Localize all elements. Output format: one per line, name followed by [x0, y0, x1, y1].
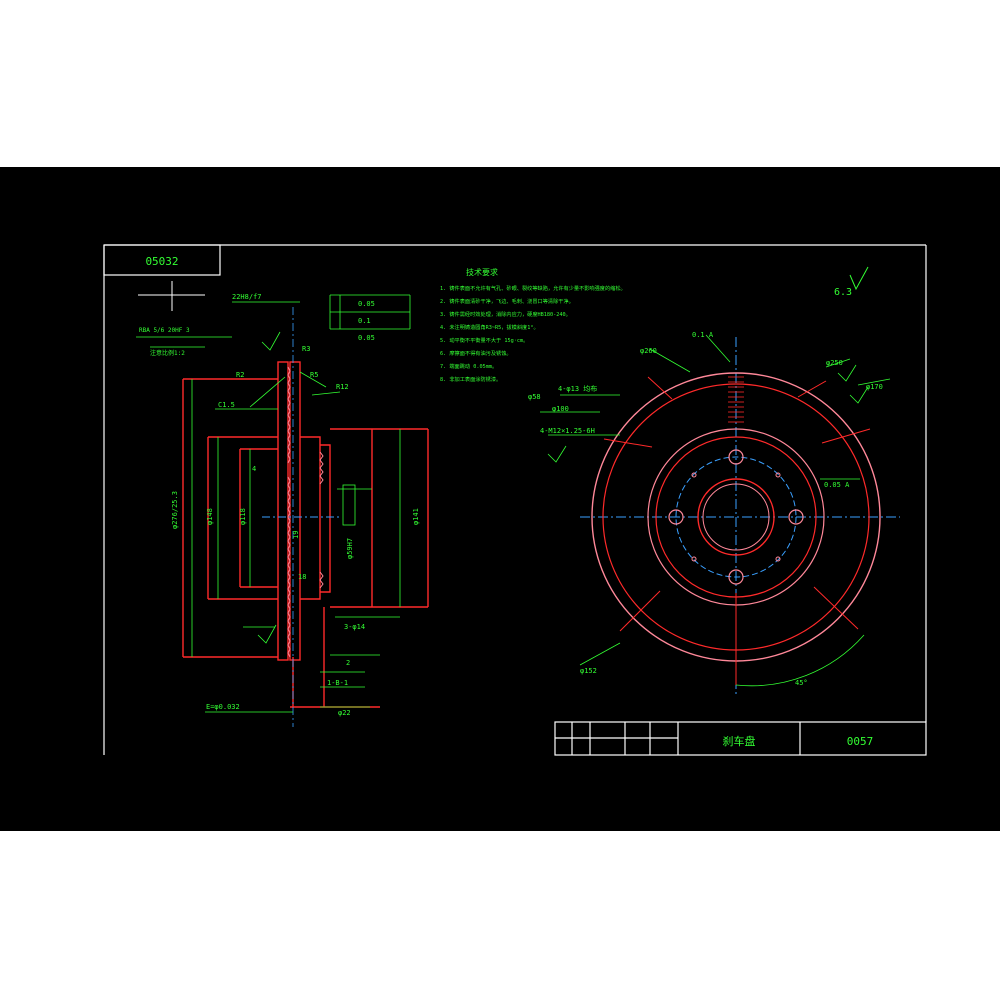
center-bore: [697, 478, 775, 556]
code-box: [103, 244, 221, 276]
roughness-symbol: 6.3: [834, 266, 869, 298]
front-view: φ260 0.1 A φ250 φ170 4-φ13 均布 φ100 4-M12…: [528, 331, 900, 697]
notes-title: 技术要求: [466, 267, 498, 277]
dim-top-fit: 22H8/f7: [232, 293, 262, 301]
side-dimension-lines: [191, 294, 411, 713]
dim-outer: φ276/25.3: [171, 491, 179, 529]
dim-4: 4: [252, 465, 256, 473]
note-line: 6. 摩擦面不得有油污及锈蚀。: [440, 349, 512, 357]
cad-viewport: 05032 刹车盘 0057 6.3 技术要求 1. 铸件表面不允许有气孔、砂眼…: [0, 167, 1000, 831]
dim-r3: R3: [302, 345, 310, 353]
bolt-hole: [668, 509, 684, 525]
dim-bottom-4: E=φ0.032: [206, 703, 240, 711]
side-label-1: RBA 5/6 20HF 3: [139, 327, 190, 334]
brake-disc-drawing: 05032 刹车盘 0057 6.3 技术要求 1. 铸件表面不允许有气孔、砂眼…: [103, 244, 927, 756]
front-dimension-text: φ260 0.1 A φ250 φ170 4-φ13 均布 φ100 4-M12…: [528, 331, 883, 687]
side-section-view: RBA 5/6 20HF 3 注意比例1:2: [136, 281, 429, 727]
bolt-hole: [788, 509, 804, 525]
dim-small-a: 0.05 A: [824, 481, 850, 489]
note-line: 2. 铸件表面清砂干净，飞边、毛刺、浇冒口等清除干净。: [440, 297, 574, 305]
radial-vents: [603, 376, 871, 685]
dim-face: φ141: [412, 508, 420, 525]
dim-19: 19: [292, 531, 300, 539]
dim-hole-note: 4-φ13 均布: [558, 384, 597, 393]
dim-pcd: φ100: [552, 405, 569, 413]
dim-d260: φ260: [640, 347, 657, 355]
note-line: 7. 端面跳动 0.05mm。: [440, 362, 497, 370]
tol-1: 0.05: [358, 300, 375, 308]
vent-dot: [691, 556, 697, 562]
tol-3: 0.05: [358, 334, 375, 342]
tol-2: 0.1: [358, 317, 371, 325]
dim-bore: φ118: [239, 508, 247, 525]
note-line: 8. 非加工表面涂防锈漆。: [440, 375, 501, 383]
center-bore-inner: [702, 483, 770, 551]
rim-hatch: [728, 376, 744, 423]
section-outline: [182, 361, 429, 708]
side-label-2: 注意比例1:2: [150, 349, 185, 357]
dim-d170: φ170: [866, 383, 883, 391]
dim-18: 18: [298, 573, 306, 581]
roughness-value: 6.3: [834, 287, 852, 298]
dim-r2: R2: [236, 371, 244, 379]
dim-angle: 45°: [795, 679, 808, 687]
dim-bottom-5: φ22: [338, 709, 351, 717]
part-code-label: 05032: [145, 255, 178, 268]
bolt-hole: [728, 449, 744, 465]
dim-bore-fit: φ59H7: [346, 538, 354, 559]
roughness-check-icon: [849, 266, 869, 291]
dim-bottom-1: 3-φ14: [344, 623, 365, 631]
drawing-frame: [103, 244, 927, 755]
title-cell-name: 刹车盘: [723, 734, 756, 748]
front-dimension-lines: [540, 334, 891, 687]
dim-r5: R5: [310, 371, 318, 379]
technical-notes: 技术要求 1. 铸件表面不允许有气孔、砂眼、裂纹等缺陷，允许有少量不影响强度的缩…: [440, 267, 626, 383]
note-line: 4. 未注明铸造圆角R3~R5，拔模斜度1°。: [440, 323, 539, 331]
dim-r12: R12: [336, 383, 349, 391]
note-line: 5. 动平衡不平衡量不大于 15g·cm。: [440, 336, 528, 344]
dim-thread: 4-M12×1.25-6H: [540, 427, 595, 435]
note-line: 3. 铸件需经时效处理，消除内应力，硬度HB180-240。: [440, 310, 571, 318]
vent-dot: [775, 472, 781, 478]
vent-hatch: [287, 366, 324, 658]
vent-dot: [691, 472, 697, 478]
dim-c15: C1.5: [218, 401, 235, 409]
bolt-circle: [675, 456, 797, 578]
bolt-hole: [728, 569, 744, 585]
dim-hub: φ148: [206, 508, 214, 525]
side-dimension-text: φ276/25.3 φ148 φ118 φ141 22H8/f7 0.05 0.…: [171, 293, 420, 717]
dim-bottom-3: 1-B-1: [327, 679, 348, 687]
vent-dot: [775, 556, 781, 562]
dim-bottom-2: 2: [346, 659, 350, 667]
dim-d152: φ152: [580, 667, 597, 675]
title-cell-code: 0057: [847, 735, 874, 748]
title-block: [554, 721, 927, 756]
note-line: 1. 铸件表面不允许有气孔、砂眼、裂纹等缺陷，允许有少量不影响强度的缩松。: [440, 284, 626, 292]
dim-d250: φ250: [826, 359, 843, 367]
dim-d58: φ58: [528, 393, 541, 401]
view-symbol: [138, 281, 205, 311]
dim-tol-a: 0.1 A: [692, 331, 714, 339]
